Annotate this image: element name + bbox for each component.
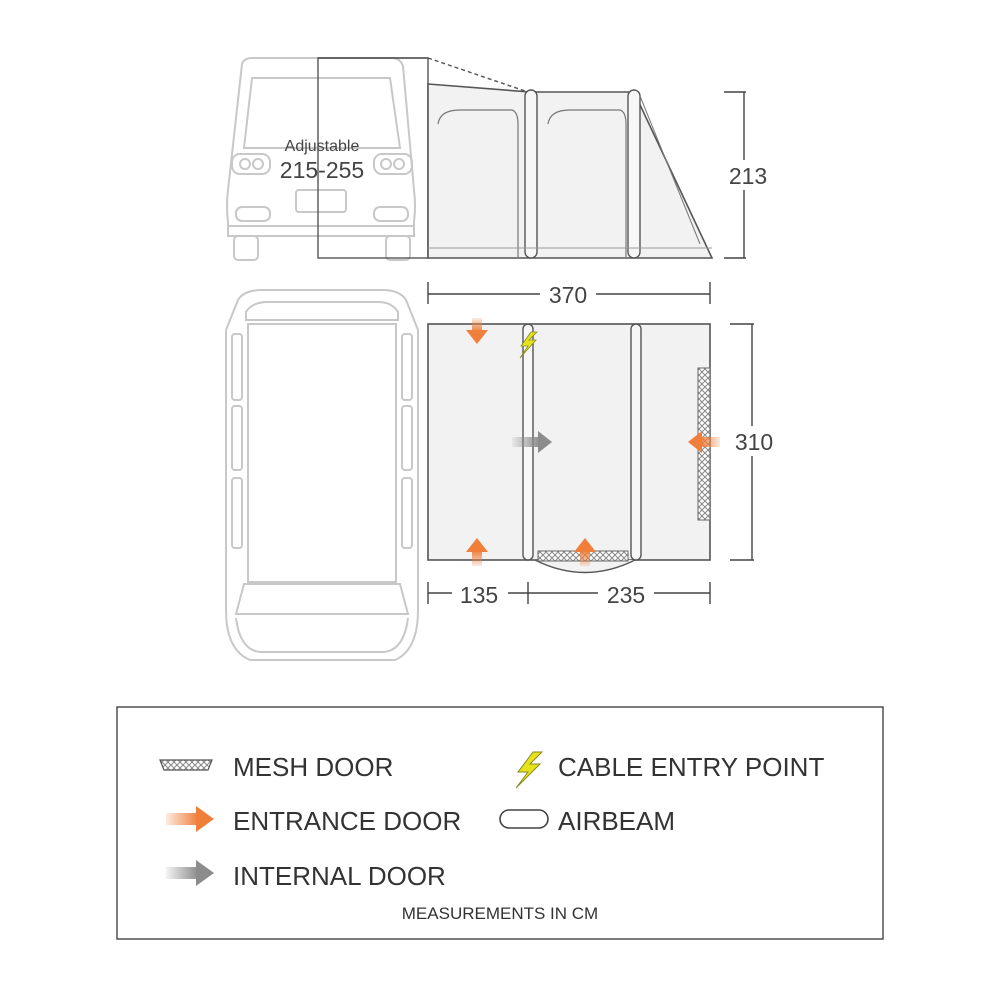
entrance-door-arrow-bottom-left	[466, 538, 488, 566]
cable-entry-plan-icon	[519, 331, 538, 359]
van-top-view	[225, 289, 419, 661]
height-label: 213	[729, 163, 767, 189]
width-right-label: 235	[607, 582, 645, 608]
depth-label: 310	[735, 429, 773, 455]
width-left-label: 135	[460, 582, 498, 608]
width-total-label: 370	[549, 282, 587, 308]
adjustable-label: Adjustable	[285, 138, 360, 155]
awning-side-elevation	[427, 83, 714, 259]
entrance-door-arrow-side	[688, 431, 720, 453]
internal-door-arrow-plan	[512, 431, 552, 453]
airbeam-2	[627, 89, 641, 259]
entrance-door-arrow-icon	[166, 806, 214, 832]
legend-mesh-door: MESH DOOR	[233, 752, 393, 782]
legend-box	[116, 706, 884, 940]
legend-units-note: MEASUREMENTS IN CM	[402, 904, 598, 923]
legend-internal-door: INTERNAL DOOR	[233, 861, 446, 891]
airbeam-icon	[499, 809, 549, 829]
airbeam-1	[524, 89, 538, 259]
cable-entry-icon	[515, 751, 544, 789]
entrance-door-arrow-bottom-right	[574, 538, 596, 566]
awning-floor-plan	[427, 323, 711, 574]
entrance-door-arrow-top	[466, 318, 488, 344]
legend-cable-entry-point: CABLE ENTRY POINT	[558, 752, 824, 782]
adjustable-value: 215-255	[280, 157, 364, 183]
van-rear-view	[226, 57, 416, 261]
plan-airbeam-2	[630, 323, 642, 561]
mesh-door-icon	[159, 759, 213, 771]
legend-airbeam: AIRBEAM	[558, 806, 675, 836]
internal-door-arrow-icon	[166, 860, 214, 886]
legend-entrance-door: ENTRANCE DOOR	[233, 806, 461, 836]
